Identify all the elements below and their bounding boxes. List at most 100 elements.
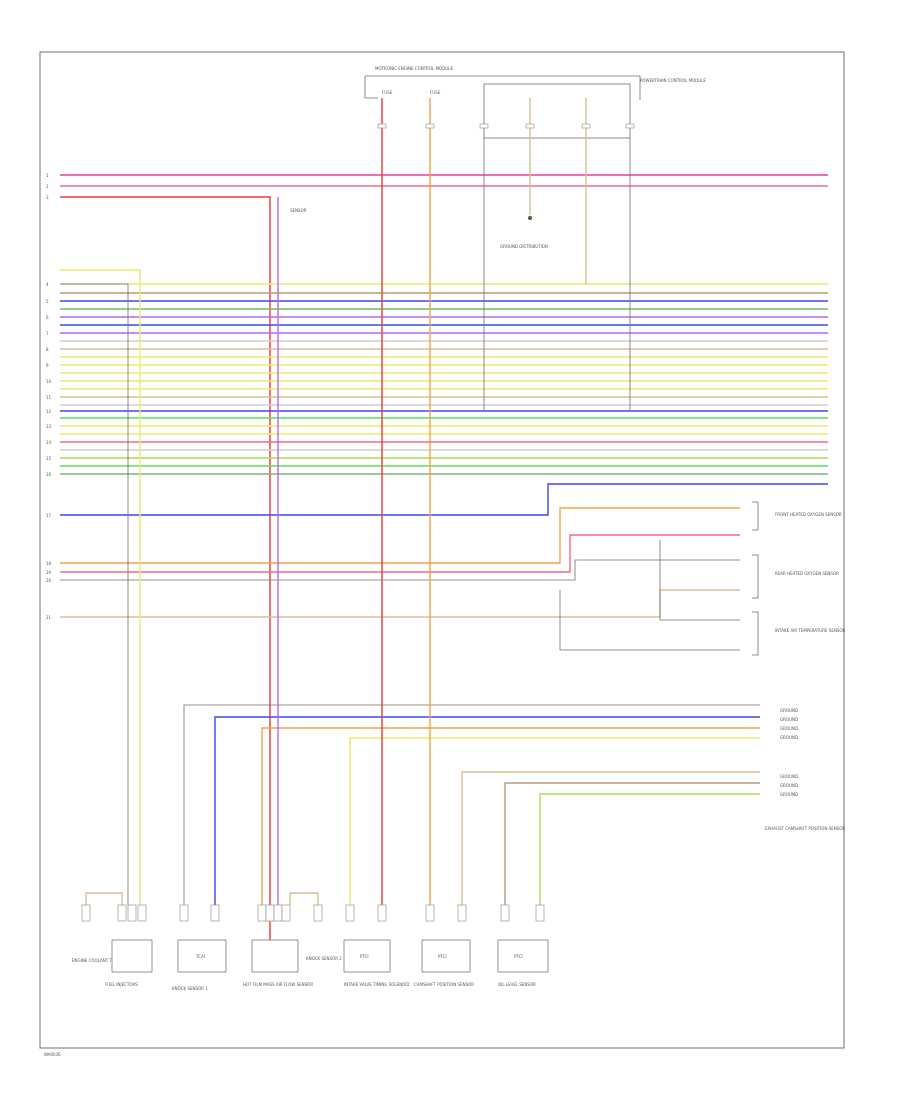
lower-wires	[183, 704, 760, 905]
right-module-label: POWERTRAIN CONTROL MODULE	[640, 78, 706, 83]
sensor-wire	[60, 559, 740, 581]
pin-number: 4	[46, 282, 49, 287]
component-label: KNOCK SENSOR 2	[306, 956, 342, 961]
connector-plug	[257, 904, 267, 922]
ground-label: GROUND	[780, 717, 798, 722]
pin-number: 2	[46, 184, 49, 189]
connector-bracket	[752, 611, 759, 656]
connector-plug	[535, 904, 545, 922]
lower-wire	[504, 782, 760, 905]
connector-plug	[425, 904, 435, 922]
component-label: INTAKE VALVE TIMING SOLENOID	[344, 982, 409, 987]
left-pin-numbers: 1 2 3 4 5 6 7 8 9 10 11 12 13 14 15 16 1…	[46, 173, 52, 620]
component-box	[251, 939, 299, 973]
ground-label: GROUND	[780, 708, 798, 713]
sensor-wire	[60, 589, 740, 618]
pin-number: 12	[46, 409, 52, 414]
vertical-wire	[60, 269, 141, 905]
fuse-left-label: FUSE	[382, 90, 393, 95]
pin-number: 20	[46, 578, 52, 583]
component-box-text: PTCI	[438, 954, 447, 959]
connector-plug	[457, 904, 467, 922]
ground-label: GROUND	[780, 735, 798, 740]
sensor-wire	[659, 540, 740, 621]
sensor-wire	[60, 534, 740, 573]
connector-plug	[137, 904, 147, 922]
pin-marker	[525, 123, 535, 129]
lower-wire	[261, 727, 760, 905]
bus-wire	[60, 196, 271, 960]
ground-label: GROUND	[780, 726, 798, 731]
ground-point	[528, 216, 532, 220]
component-box-text: PTCI	[360, 954, 369, 959]
pin-number: 1	[46, 173, 49, 178]
fuse-right-label: FUSE	[430, 90, 441, 95]
component-box	[343, 939, 391, 973]
pin-number: 6	[46, 315, 49, 320]
component-label: ENGINE COOLANT TEMP SENSOR	[72, 958, 138, 963]
connector-plug	[281, 904, 291, 922]
connector-label-rear-o2: REAR HEATED OXYGEN SENSOR	[775, 571, 839, 576]
module-bracket-left	[364, 76, 378, 99]
pin-number: 16	[46, 472, 52, 477]
top-module: MOTRONIC ENGINE CONTROL MODULE POWERTRAI…	[290, 66, 706, 249]
lower-wire	[349, 737, 760, 905]
component-label: FUEL INJECTORS	[105, 982, 138, 987]
ground-labels: GROUND GROUND GROUND GROUND GROUND GROUN…	[765, 708, 845, 831]
top-pins	[377, 123, 635, 129]
pin-number: 10	[46, 379, 52, 384]
pin-number: 19	[46, 570, 52, 575]
ground-label: GROUND	[780, 783, 798, 788]
connector-plug	[500, 904, 510, 922]
connector-plug	[127, 904, 137, 922]
lower-wire	[461, 771, 760, 905]
ground-label: GROUND	[780, 792, 798, 797]
pin-number: 15	[46, 456, 52, 461]
connector-plug	[117, 904, 127, 922]
component-box	[421, 939, 471, 973]
component-label: HOT FILM MASS AIR FLOW SENSOR	[243, 982, 313, 987]
connector-bracket	[752, 554, 759, 599]
connector-plug	[273, 904, 283, 922]
connector-plug	[210, 904, 220, 922]
connector-plug	[81, 904, 91, 922]
sensor-wires	[60, 507, 740, 651]
connector-plug	[179, 904, 189, 922]
lower-wire	[183, 704, 760, 905]
component-label: OIL LEVEL SENSOR	[498, 982, 536, 987]
pin-marker	[581, 123, 591, 129]
right-connectors: FRONT HEATED OXYGEN SENSOR REAR HEATED O…	[752, 501, 846, 656]
pin-number: 11	[46, 395, 52, 400]
module-inner-box	[483, 83, 631, 139]
sensor-wire	[559, 590, 740, 651]
sensor-wire	[60, 507, 740, 564]
component-wire	[85, 892, 123, 905]
pin-number: 8	[46, 347, 49, 352]
ground-label: GROUND	[780, 774, 798, 779]
pin-number: 17	[46, 513, 52, 518]
component-label: CAMSHAFT POSITION SENSOR	[414, 982, 474, 987]
pin-number: 5	[46, 299, 49, 304]
pin-number: 18	[46, 561, 52, 566]
footer-code: WA0036	[44, 1052, 61, 1057]
pin-number: 7	[46, 331, 49, 336]
component-box	[177, 939, 227, 973]
module-bracket-top	[365, 75, 641, 100]
pin-marker	[425, 123, 435, 129]
component-label: KNOCK SENSOR 1	[172, 986, 208, 991]
pin-number: 14	[46, 440, 52, 445]
component-box	[111, 939, 153, 973]
pin-marker	[625, 123, 635, 129]
connector-plug	[377, 904, 387, 922]
bus-wire	[60, 483, 828, 516]
lower-wire	[214, 716, 760, 905]
right-note: EXHAUST CAMSHAFT POSITION SENSOR	[765, 826, 845, 831]
top-module-label: MOTRONIC ENGINE CONTROL MODULE	[375, 66, 453, 71]
component-box-text: PTCI	[514, 954, 523, 959]
ground-distribution-label: GROUND DISTRIBUTION	[500, 244, 548, 249]
lower-wire	[539, 793, 760, 905]
pin-number: 9	[46, 363, 49, 368]
component-wire	[289, 892, 319, 905]
connector-plug	[265, 904, 275, 922]
